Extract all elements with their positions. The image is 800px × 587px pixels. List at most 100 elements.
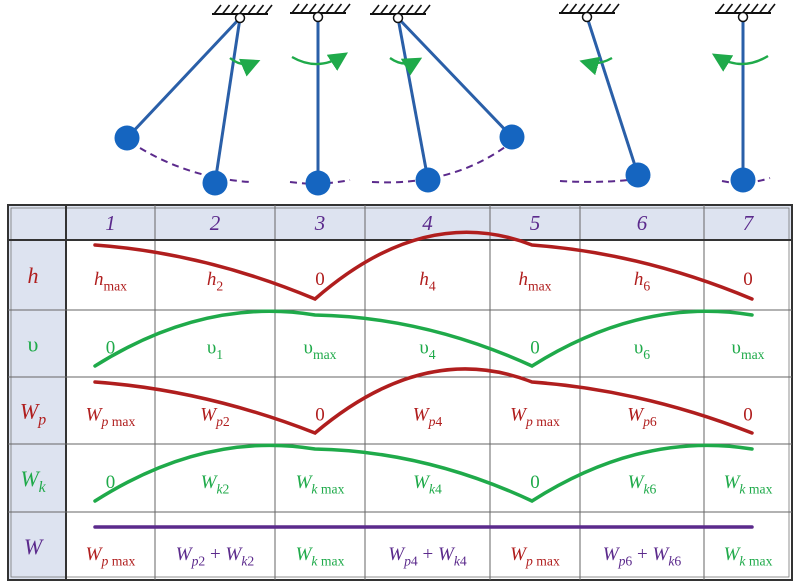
subscript-text: p2 — [191, 553, 206, 568]
hatch-mark — [611, 3, 620, 14]
hatch-mark — [733, 3, 742, 14]
hatch-mark — [342, 3, 351, 14]
main-text: W — [24, 534, 44, 559]
hatch-mark — [247, 4, 256, 15]
main-text: 0 — [743, 269, 753, 290]
cell-Wk-3: Wk max​ — [296, 472, 345, 496]
subscript-rest: max — [533, 553, 560, 568]
hatch-mark — [291, 3, 300, 14]
hatch-mark — [388, 4, 397, 15]
cell-v-4: υ4​ — [419, 338, 435, 362]
main-text: W — [176, 544, 194, 565]
subscript-text: k2 — [241, 553, 254, 568]
swing-arc — [721, 177, 771, 184]
subscript-letter: p — [101, 414, 109, 429]
subscript-text: p max — [525, 553, 560, 568]
main-text: 0 — [530, 472, 540, 493]
pendulum-bob — [202, 170, 228, 196]
main-text: W — [296, 544, 314, 565]
hatch-mark — [405, 4, 414, 15]
rotation-arrow-icon — [389, 57, 423, 76]
cell-v-1: 0 — [106, 338, 116, 359]
subscript-rest: 4 — [460, 553, 467, 568]
subscript-letter: p — [525, 414, 533, 429]
hatch-mark — [577, 3, 586, 14]
cell-Wp-6: Wp6​ — [627, 405, 657, 429]
subscript-letter: k — [668, 553, 675, 568]
column-header: 5 — [530, 211, 541, 235]
subscript-rest: max — [108, 414, 135, 429]
hatch-mark — [264, 4, 273, 15]
main-text: W — [413, 472, 431, 493]
pendulum-rod — [396, 17, 430, 181]
main-text: W — [201, 472, 219, 493]
column-header: 4 — [422, 211, 433, 235]
subscript-text: p max — [101, 414, 136, 429]
hatch-mark — [741, 3, 751, 14]
hatch-mark — [221, 4, 231, 15]
main-text: W — [510, 405, 528, 426]
column-header: 7 — [743, 211, 755, 235]
main-text: W — [438, 544, 456, 565]
subscript-rest: 2 — [247, 553, 254, 568]
subscript-letter: k — [216, 481, 223, 496]
subscript-text: k — [39, 479, 47, 496]
subscript-rest: 2 — [223, 481, 230, 496]
ceiling-hatch-icon — [559, 3, 620, 14]
subscript-letter: p — [642, 414, 650, 429]
cell-W-5: Wp max​ — [510, 544, 560, 568]
table-inner-frame — [10, 207, 790, 578]
subscript-text: max — [313, 347, 337, 362]
hatch-mark — [413, 4, 423, 15]
subscript-letter: p — [101, 553, 109, 568]
subscript-text: k max — [739, 481, 772, 496]
subscript-text: k4 — [454, 553, 467, 568]
main-text: υ — [28, 332, 39, 357]
row-label-v: υ — [28, 332, 39, 357]
main-text: υ — [304, 338, 313, 359]
pendulum-rod — [213, 17, 242, 184]
hatch-mark — [230, 4, 239, 15]
subscript-text: 4 — [429, 278, 436, 293]
cell-h-3: 0 — [315, 269, 325, 290]
subscript-rest: 6 — [674, 553, 681, 568]
subscript-letter: p — [525, 553, 533, 568]
main-text: 0 — [315, 405, 325, 426]
pivot-icon — [312, 11, 324, 23]
main-text: W — [86, 405, 104, 426]
subscript-rest: 6 — [650, 414, 657, 429]
hatch-mark — [308, 3, 317, 14]
cell-v-7: υmax​ — [732, 338, 765, 362]
hatch-mark — [333, 3, 343, 14]
subscript-text: p max — [101, 553, 136, 568]
hatch-mark — [724, 3, 734, 14]
row-label-Wp: Wp​ — [20, 399, 46, 429]
cell-h-5: hmax​ — [518, 269, 551, 293]
subscript-rest: max — [533, 414, 560, 429]
cell-Wk-4: Wk4​ — [413, 472, 442, 496]
row-label-W: W — [24, 534, 44, 559]
ceiling-hatch-icon — [290, 3, 351, 14]
main-text: W — [627, 405, 645, 426]
curve-h — [93, 230, 754, 302]
pendulum-bob — [114, 125, 140, 151]
pendulum-bob — [730, 167, 756, 193]
rotation-arrow-icon — [579, 56, 613, 76]
cell-Wk-1: 0 — [106, 472, 116, 493]
subscript-letter: k — [643, 481, 650, 496]
hatch-mark — [213, 4, 222, 15]
subscript-letter: p — [215, 414, 223, 429]
plus-operator: + — [205, 544, 225, 565]
subscript-text: p6 — [618, 553, 633, 568]
cell-v-2: υ1​ — [207, 338, 223, 362]
hatch-mark — [767, 3, 776, 14]
cell-h-7: 0 — [743, 269, 753, 290]
subscript-text: max — [528, 278, 552, 293]
cell-Wp-7: 0 — [743, 405, 753, 426]
main-text: υ — [207, 338, 216, 359]
subscript-text: p4 — [428, 414, 443, 429]
subscript-letter: k — [311, 481, 318, 496]
subscript-rest: max — [317, 481, 344, 496]
plus-operator: + — [632, 544, 652, 565]
main-text: W — [20, 466, 40, 491]
